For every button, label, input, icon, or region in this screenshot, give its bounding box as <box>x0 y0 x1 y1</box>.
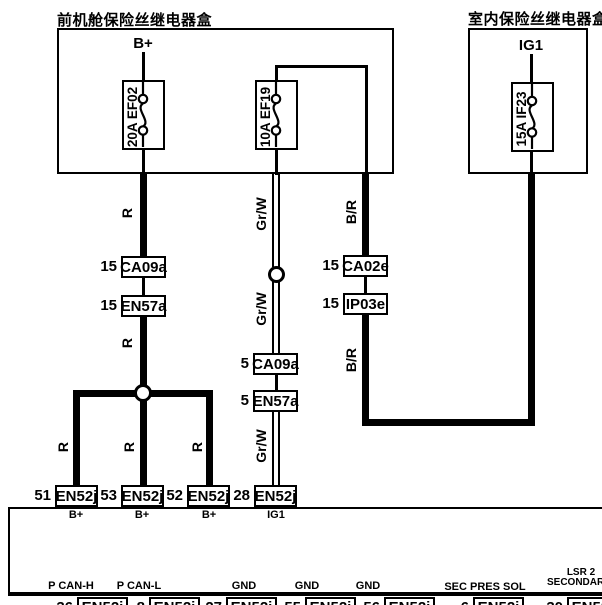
connector-pin-number: 15 <box>100 258 117 275</box>
ecu-signal-lsr2-line1: LSR 2 <box>566 567 596 578</box>
wire-ef02-bottom <box>141 150 145 175</box>
interior-fusebox <box>468 28 588 174</box>
ecu-signal-p-can-h: P CAN-H <box>48 580 94 592</box>
ecu-signal-gnd: GND <box>294 580 320 592</box>
wire-ef19-bottom <box>274 150 278 175</box>
connector-pin-number: 15 <box>322 257 339 274</box>
connector-pin-number: 15 <box>100 297 117 314</box>
wire-label-br: B/R <box>343 347 359 373</box>
pin-53-box: EN52j <box>121 485 164 507</box>
pin-52-box: EN52j <box>187 485 230 507</box>
connector-pin-number: 5 <box>240 392 249 409</box>
connector-pin-number: 5 <box>240 355 249 372</box>
wire-label-br: B/R <box>343 199 359 225</box>
pin-30-box: EN52j <box>567 597 602 605</box>
wire-label-r: R <box>55 441 71 453</box>
wire-r-branch-mid <box>139 390 147 487</box>
connector-ca09a-5: CA09a <box>252 353 299 375</box>
ecu-signal-p-can-l: P CAN-L <box>116 580 162 592</box>
pin-number: 30 <box>539 597 563 605</box>
wire-r-branch-left <box>72 390 80 487</box>
pin-number: 28 <box>233 487 250 504</box>
wire-label-grw: Gr/W <box>253 429 269 463</box>
pin-number: 52 <box>166 487 183 504</box>
pin-number: 8 <box>121 597 145 605</box>
pin-28-box: EN52j <box>254 485 297 507</box>
wire-label-r: R <box>119 207 135 219</box>
wire-br-right-vertical <box>527 174 535 426</box>
pin-51-box: EN52j <box>55 485 98 507</box>
fuse-ef02-label: 20A EF02 <box>125 86 140 148</box>
pin-number: 53 <box>100 487 117 504</box>
pin-number: 6 <box>445 597 469 605</box>
wire-ef19-top <box>274 66 278 81</box>
pin-6-box: EN52j <box>473 597 524 605</box>
ecu-signal-ig1: IG1 <box>267 509 285 521</box>
fuse-icon <box>270 82 282 147</box>
ecu-box <box>8 507 602 596</box>
ig1-terminal-label: IG1 <box>518 37 544 54</box>
ecu-signal-bplus: B+ <box>68 509 84 521</box>
wire-label-r: R <box>121 441 137 453</box>
front-fusebox-title: 前机舱保险丝继电器盒 <box>57 12 213 29</box>
pin-number: 56 <box>356 597 380 605</box>
wire-ef19-top-horizontal <box>274 64 368 68</box>
pin-27-box: EN52j <box>226 597 277 605</box>
fuse-if23-label: 15A IF23 <box>514 91 529 147</box>
pin-55-box: EN52j <box>305 597 356 605</box>
ecu-signal-lsr2-line2: SECONDARY <box>547 577 602 588</box>
fuse-icon <box>526 84 538 149</box>
fuse-if23: 15A IF23 <box>511 82 554 152</box>
wire-grw-mid <box>272 281 280 354</box>
wire-r-upper <box>139 174 147 257</box>
ecu-signal-sec-pres-sol: SEC PRES SOL <box>444 581 526 593</box>
fuse-ef02: 20A EF02 <box>122 80 165 150</box>
wire-bplus-lead <box>141 52 145 80</box>
front-fusebox <box>57 28 394 174</box>
wire-link-ca09a5-en57a5 <box>274 373 278 391</box>
wire-br-upper <box>361 174 369 256</box>
splice-circle-icon <box>267 265 285 283</box>
pin-number: 27 <box>198 597 222 605</box>
interior-fusebox-title: 室内保险丝继电器盒 <box>468 11 602 28</box>
wire-link-ca02e-ip03e <box>363 276 367 294</box>
ecu-signal-bplus: B+ <box>201 509 217 521</box>
connector-ca02e-15: CA02e <box>342 255 389 277</box>
pin-56-box: EN52j <box>384 597 435 605</box>
pin-number: 51 <box>34 487 51 504</box>
ecu-signal-gnd: GND <box>355 580 381 592</box>
pin-8-box: EN52j <box>149 597 200 605</box>
wire-if23-bottom <box>529 152 533 175</box>
wire-box-internal-vertical <box>364 64 368 175</box>
wire-grw-upper <box>272 174 280 267</box>
wire-br-lower <box>361 313 369 426</box>
fuse-ef19: 10A EF19 <box>255 80 298 150</box>
junction-circle-icon <box>134 384 152 402</box>
pin-number: 36 <box>49 597 73 605</box>
fuse-icon <box>137 82 149 147</box>
wire-label-grw: Gr/W <box>253 292 269 326</box>
ecu-signal-gnd: GND <box>231 580 257 592</box>
wire-link-ca09a-en57a <box>141 277 145 296</box>
connector-en57a-5: EN57a <box>253 390 298 412</box>
pin-number: 55 <box>277 597 301 605</box>
pin-36-box: EN52j <box>77 597 128 605</box>
wire-r-lower <box>139 315 147 391</box>
wire-grw-lower <box>272 410 280 487</box>
ecu-signal-bplus: B+ <box>134 509 150 521</box>
connector-ip03e-15: IP03e <box>343 293 388 315</box>
connector-ca09a-15: CA09a <box>120 256 167 278</box>
wire-r-branch-right <box>205 390 213 487</box>
fuse-ef19-label: 10A EF19 <box>258 86 273 148</box>
connector-en57a-15: EN57a <box>121 295 166 317</box>
wire-label-grw: Gr/W <box>253 197 269 231</box>
bplus-terminal-label: B+ <box>133 35 153 52</box>
wire-br-horizontal <box>361 419 535 426</box>
connector-pin-number: 15 <box>322 295 339 312</box>
wire-ig1-lead <box>529 54 533 83</box>
wire-label-r: R <box>189 441 205 453</box>
